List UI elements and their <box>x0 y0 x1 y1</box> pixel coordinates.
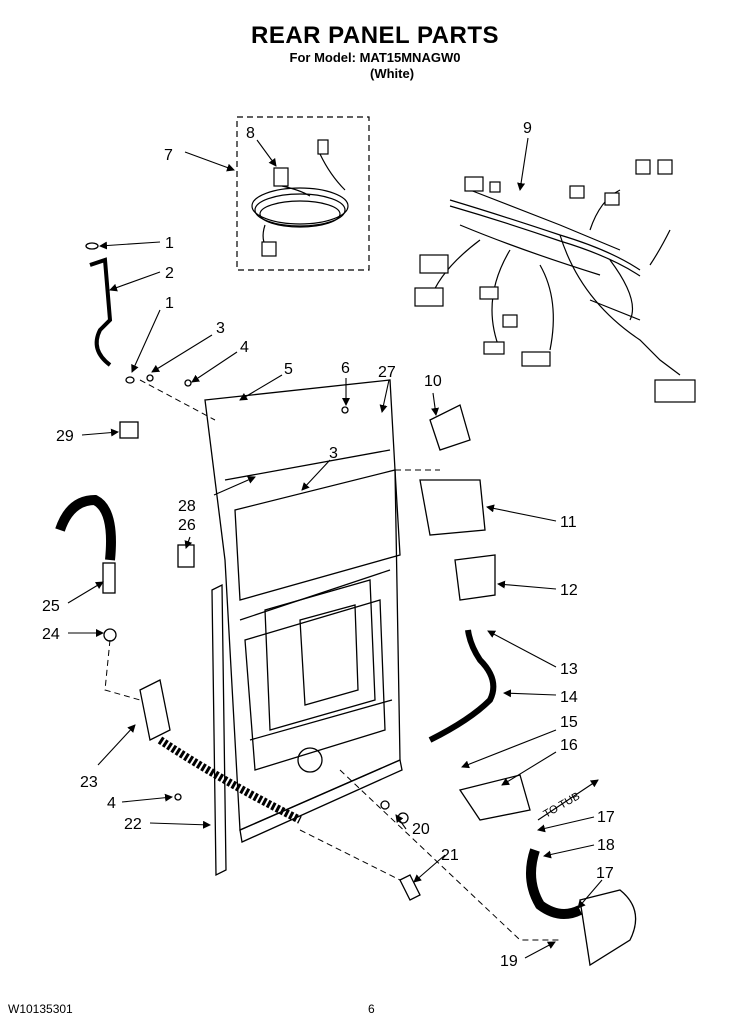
callout-27: 27 <box>378 364 396 381</box>
callout-17-bottom: 17 <box>596 865 614 882</box>
callout-25: 25 <box>42 598 60 615</box>
service-harness-kit <box>236 116 370 271</box>
callout-6: 6 <box>341 360 350 377</box>
callout-numbers: 1 2 1 3 4 5 6 27 10 7 8 9 29 3 28 26 11 … <box>42 120 615 970</box>
page-title: REAR PANEL PARTS <box>250 22 500 49</box>
callout-13: 13 <box>560 661 578 678</box>
to-tub-indicator: TO TUB <box>537 779 599 821</box>
assembly-dash-lines <box>104 379 560 941</box>
callout-28: 28 <box>178 498 196 515</box>
callout-24: 24 <box>42 626 60 643</box>
callout-17-top: 17 <box>597 809 615 826</box>
color-label: (White) <box>370 66 415 81</box>
callout-9: 9 <box>523 120 532 137</box>
callout-7: 7 <box>164 147 173 164</box>
callout-3: 3 <box>216 320 225 337</box>
callout-2: 2 <box>165 265 174 282</box>
to-tub-label: TO TUB <box>542 790 583 820</box>
callout-15: 15 <box>560 714 578 731</box>
page-number: 6 <box>368 1002 375 1016</box>
callout-26: 26 <box>178 517 196 534</box>
callout-14: 14 <box>560 689 578 706</box>
callout-20: 20 <box>412 821 430 838</box>
rear-panel <box>204 379 403 843</box>
callout-21: 21 <box>441 847 459 864</box>
callout-23: 23 <box>80 774 98 791</box>
callout-22: 22 <box>124 816 142 833</box>
callout-1-mid: 1 <box>165 295 174 312</box>
main-wire-harness <box>414 159 696 403</box>
side-channel <box>211 583 227 877</box>
callout-19: 19 <box>500 953 518 970</box>
drain-assembly <box>55 242 637 967</box>
callout-12: 12 <box>560 582 578 599</box>
model-line: For Model: MAT15MNAGW0 <box>289 50 461 65</box>
callout-1-top: 1 <box>165 235 174 252</box>
document-number: W10135301 <box>8 1002 73 1016</box>
callout-10: 10 <box>424 373 442 390</box>
leader-arrows <box>67 137 603 959</box>
callout-16: 16 <box>560 737 578 754</box>
callout-5: 5 <box>284 361 293 378</box>
callout-29: 29 <box>56 428 74 445</box>
callout-18: 18 <box>597 837 615 854</box>
callout-8: 8 <box>246 125 255 142</box>
callout-4: 4 <box>240 339 249 356</box>
callout-11: 11 <box>560 514 577 531</box>
callout-3-lower: 3 <box>329 445 338 462</box>
callout-4-lower: 4 <box>107 795 116 812</box>
